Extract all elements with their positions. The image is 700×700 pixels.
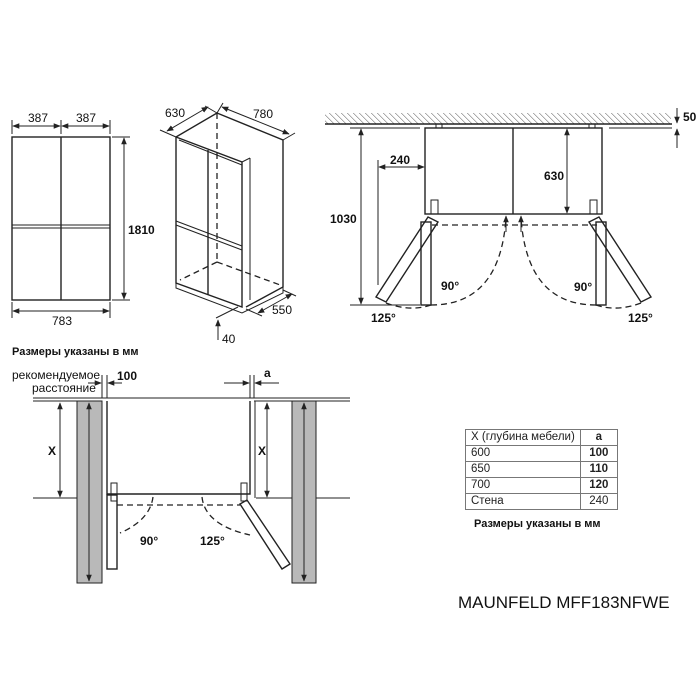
- recommended-label-2: расстояние: [32, 381, 96, 395]
- table-header-row: X (глубина мебели) a: [465, 429, 618, 446]
- depth-label-right: X: [258, 444, 266, 458]
- depth-label-left: X: [48, 444, 56, 458]
- angle-90-right: 90°: [574, 280, 592, 294]
- table-cell-depth: 650: [465, 461, 581, 478]
- units-note-table: Размеры указаны в мм: [474, 518, 601, 530]
- dim-wall-gap: 50: [683, 110, 697, 124]
- units-note-top: Размеры указаны в мм: [12, 346, 139, 358]
- install-angle-90: 90°: [140, 534, 158, 548]
- table-cell-a: 240: [579, 493, 618, 510]
- dim-depth-top: 630: [165, 106, 185, 120]
- table-cell-depth: 700: [465, 477, 581, 494]
- top-view: 1030 240 630 50 90° 90° 125° 125°: [325, 108, 697, 325]
- angle-90-left: 90°: [441, 279, 459, 293]
- gap-label: a: [264, 366, 271, 380]
- front-view: 387 387 1810 783: [11, 111, 155, 328]
- model-name: MAUNFELD MFF183NFWE: [458, 593, 670, 612]
- angle-125-left: 125°: [371, 311, 396, 325]
- table-header-depth: X (глубина мебели): [465, 429, 581, 446]
- dim-height: 1810: [128, 223, 155, 237]
- table-cell-depth: 600: [465, 445, 581, 462]
- install-angle-125: 125°: [200, 534, 225, 548]
- dim-body-depth: 630: [544, 169, 564, 183]
- table-cell-a: 110: [579, 461, 618, 478]
- table-header-a: a: [579, 429, 618, 446]
- dim-total-depth: 1030: [330, 212, 357, 226]
- table-cell-depth: Стена: [465, 493, 581, 510]
- angle-125-right: 125°: [628, 311, 653, 325]
- dim-width-left: 387: [28, 111, 48, 125]
- dim-width-top: 780: [253, 107, 273, 121]
- recommended-label-1: рекомендуемое: [12, 368, 100, 382]
- recommended-value: 100: [117, 369, 137, 383]
- dim-total-width: 783: [52, 314, 72, 328]
- dim-width-right: 387: [76, 111, 96, 125]
- install-view: рекомендуемое расстояние 100 a X X 90° 1…: [12, 366, 350, 584]
- iso-view: 630 780 550 40: [159, 102, 297, 346]
- table-cell-a: 100: [579, 445, 618, 462]
- dim-depth-bottom: 550: [272, 303, 292, 317]
- table-cell-a: 120: [579, 477, 618, 494]
- dim-plinth: 40: [222, 332, 236, 346]
- dim-side-clearance: 240: [390, 153, 410, 167]
